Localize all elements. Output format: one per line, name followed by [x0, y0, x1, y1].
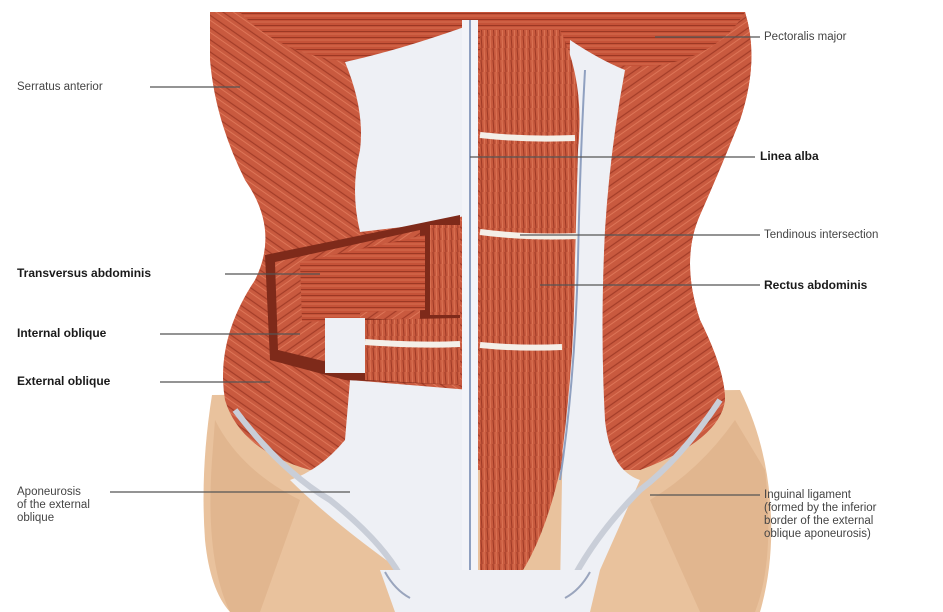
tendinous-line-1 [480, 135, 575, 139]
label-transversus-abdominis: Transversus abdominis [17, 267, 151, 280]
pubic-area [380, 570, 600, 612]
label-internal-oblique: Internal oblique [17, 327, 106, 340]
transversus-fascia-patch [325, 318, 365, 373]
label-external-oblique: External oblique [17, 375, 110, 388]
label-inguinal-line-3: border of the external [764, 515, 877, 528]
label-inguinal-line-2: (formed by the inferior [764, 502, 877, 515]
label-inguinal-ligament: Inguinal ligament (formed by the inferio… [764, 489, 877, 541]
label-rectus-abdominis: Rectus abdominis [764, 279, 867, 292]
rectus-left-lower [365, 318, 460, 385]
tendinous-line-3 [365, 342, 460, 345]
label-pectoralis-major: Pectoralis major [764, 31, 846, 44]
label-tendinous-intersection: Tendinous intersection [764, 229, 878, 242]
label-inguinal-line-1: Inguinal ligament [764, 489, 877, 502]
tendinous-line-4 [480, 345, 562, 348]
label-aponeurosis-line-2: of the external [17, 499, 90, 512]
rectus-left-segments [430, 225, 460, 315]
label-linea-alba: Linea alba [760, 150, 819, 163]
label-aponeurosis-line-3: oblique [17, 512, 90, 525]
label-aponeurosis-line-1: Aponeurosis [17, 486, 90, 499]
label-serratus-anterior: Serratus anterior [17, 81, 103, 94]
label-inguinal-line-4: oblique aponeurosis) [764, 528, 877, 541]
label-aponeurosis: Aponeurosis of the external oblique [17, 486, 90, 525]
